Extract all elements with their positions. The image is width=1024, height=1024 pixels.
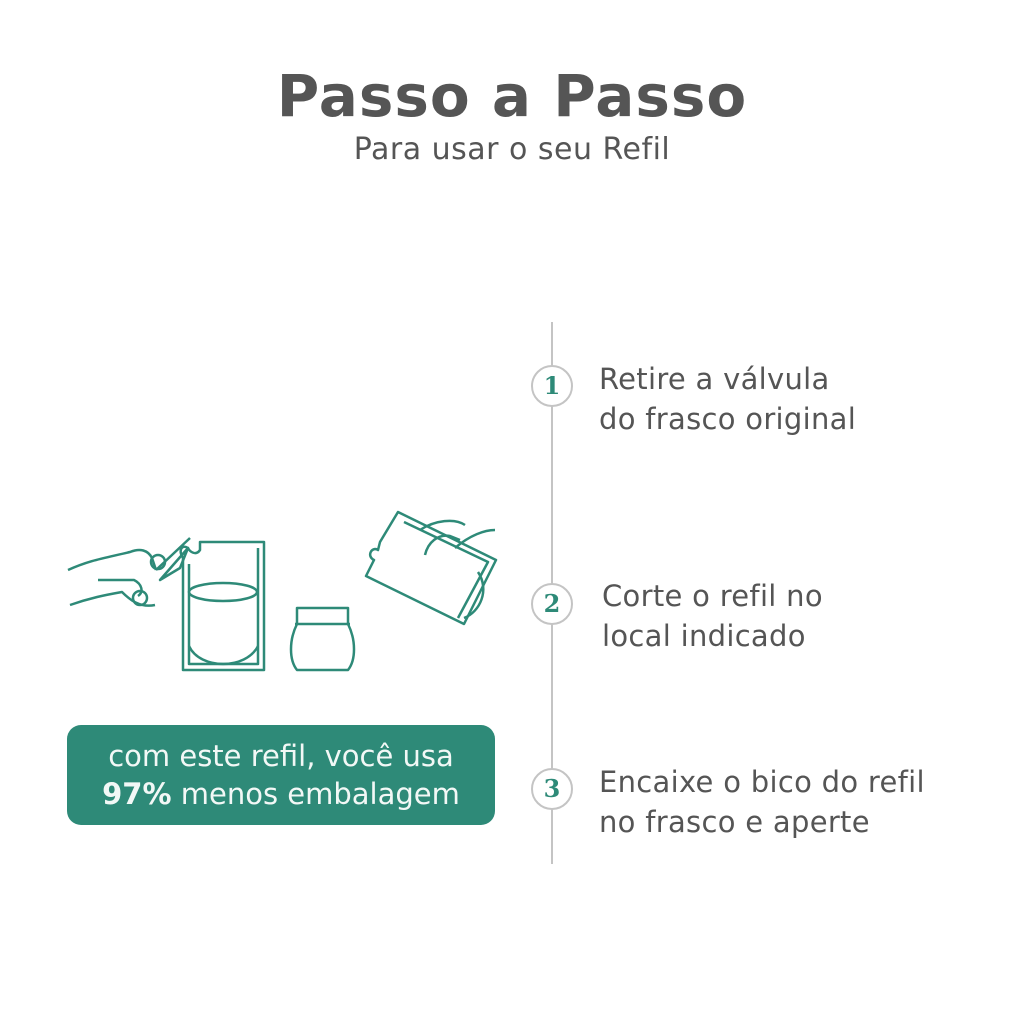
step-number-2: 2 — [531, 583, 573, 625]
step-number-3: 3 — [531, 768, 573, 810]
step-2-line-1: Corte o refil no — [602, 579, 823, 613]
banner-line-1: com este refil, você usa — [108, 739, 454, 773]
step-2-line-2: local indicado — [602, 619, 806, 653]
packaging-savings-banner: com este refil, você usa 97% menos embal… — [67, 725, 495, 825]
refill-pouch-icon — [179, 540, 266, 672]
step-1: Retire a válvula do frasco original — [599, 359, 856, 439]
jar-icon — [289, 606, 356, 672]
banner-line-2-text: menos embalagem — [171, 777, 460, 811]
page-subtitle: Para usar o seu Refil — [353, 132, 671, 167]
banner-line-2: 97% menos embalagem — [67, 775, 495, 813]
step-3-line-1: Encaixe o bico do refil — [599, 765, 925, 799]
step-1-line-1: Retire a válvula — [599, 362, 830, 396]
refill-illustration — [67, 510, 498, 672]
step-3-line-2: no frasco e aperte — [599, 805, 870, 839]
step-number-1: 1 — [531, 365, 573, 407]
savings-percent: 97% — [102, 777, 172, 811]
page-title: Passo a Passo — [276, 62, 748, 130]
pouring-hand-icon — [364, 510, 498, 626]
hand-with-scissors-icon — [67, 537, 191, 607]
step-1-line-2: do frasco original — [599, 402, 857, 436]
step-3: Encaixe o bico do refil no frasco e aper… — [599, 762, 925, 842]
step-2: Corte o refil no local indicado — [602, 576, 823, 656]
